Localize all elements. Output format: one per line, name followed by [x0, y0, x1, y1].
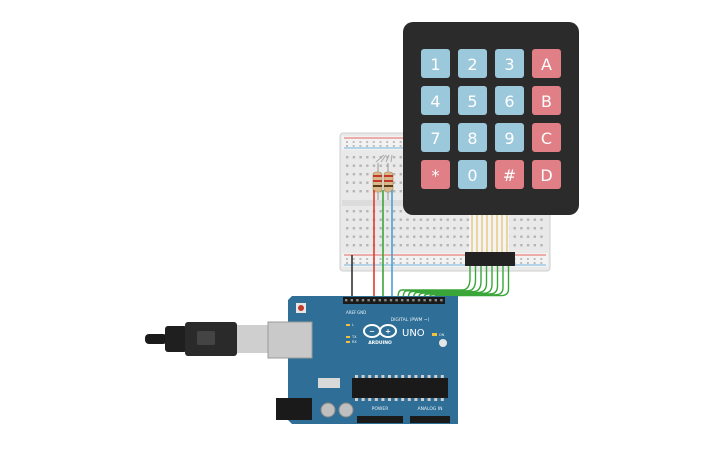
digital-header: [343, 297, 445, 304]
key-9[interactable]: [421, 123, 450, 152]
key-label: D: [540, 166, 552, 185]
key-5[interactable]: [421, 86, 450, 115]
svg-text:+: +: [385, 328, 391, 336]
capacitor-1: [320, 402, 336, 418]
keypad-keys: 1 2 3 A 4 5 6 B 7 8 9 C * 0 # D: [421, 49, 561, 189]
logo-right-ring: [379, 324, 397, 338]
wire-keypad-3[interactable]: [407, 266, 482, 299]
key-label: 5: [467, 92, 477, 111]
key-1[interactable]: [421, 49, 450, 78]
on-led-label: ON: [439, 333, 445, 337]
tx-led-label: TX: [351, 335, 357, 339]
l-led-label: L: [352, 323, 354, 327]
rx-led-label: RX: [352, 340, 357, 344]
usb-port: [267, 321, 313, 359]
brand-label: ARDUINO: [368, 340, 392, 346]
key-label: 3: [504, 55, 514, 74]
key-15[interactable]: [495, 160, 524, 189]
key-4[interactable]: [532, 49, 561, 78]
aref-label: AREF: [346, 310, 357, 315]
led-wires: [351, 190, 393, 298]
key-13[interactable]: [421, 160, 450, 189]
capacitor-2: [338, 402, 354, 418]
key-8[interactable]: [532, 86, 561, 115]
key-14[interactable]: [458, 160, 487, 189]
arduino-board: [288, 296, 458, 424]
wire-keypad-2[interactable]: [402, 266, 477, 299]
power-jack: [276, 398, 312, 420]
wire-keypad-5[interactable]: [418, 266, 493, 299]
ribbon-cable: [469, 213, 509, 253]
key-label: 9: [504, 129, 514, 148]
keypad-ribbon: [465, 213, 515, 266]
svg-text:−: −: [369, 328, 375, 336]
key-label: 4: [430, 92, 440, 111]
gnd-label: GND: [357, 310, 366, 315]
wire-keypad-6[interactable]: [423, 266, 499, 299]
usb-connector: [237, 325, 273, 353]
key-label: 6: [504, 92, 514, 111]
keypad-header[interactable]: [465, 252, 515, 266]
key-16[interactable]: [532, 160, 561, 189]
usb-icon: [197, 331, 215, 345]
model-label: UNO: [402, 328, 425, 339]
wire-keypad-4[interactable]: [412, 266, 488, 299]
arduino-uno[interactable]: DIGITAL (PWM ~) AREF GND − + UNO ARDUINO…: [267, 296, 458, 424]
arduino-logo: − +: [363, 324, 397, 338]
mounting-hole: [439, 339, 447, 347]
digital-label: DIGITAL (PWM ~): [391, 317, 430, 323]
key-label: #: [503, 166, 516, 185]
key-11[interactable]: [495, 123, 524, 152]
key-3[interactable]: [495, 49, 524, 78]
power-label: POWER: [372, 406, 389, 412]
key-label: 7: [430, 129, 440, 148]
key-10[interactable]: [458, 123, 487, 152]
key-label: 1: [430, 55, 440, 74]
resistors: [372, 163, 394, 200]
analog-label: ANALOG IN: [417, 406, 442, 412]
key-label: A: [541, 55, 552, 74]
key-12[interactable]: [532, 123, 561, 152]
key-7[interactable]: [495, 86, 524, 115]
power-header: [357, 416, 403, 423]
atmega-chip: [352, 378, 448, 398]
reset-button-cap: [298, 305, 304, 311]
analog-header: [410, 416, 450, 423]
crystal: [318, 378, 340, 388]
usb-cable[interactable]: [145, 322, 273, 356]
key-label: 8: [467, 129, 477, 148]
key-label: B: [541, 92, 552, 111]
keypad[interactable]: 1 2 3 A 4 5 6 B 7 8 9 C * 0 # D: [403, 22, 579, 215]
key-6[interactable]: [458, 86, 487, 115]
wire-keypad-1[interactable]: [397, 266, 471, 299]
key-2[interactable]: [458, 49, 487, 78]
key-label: *: [432, 166, 440, 185]
key-label: C: [541, 129, 552, 148]
key-label: 2: [467, 55, 477, 74]
key-label: 0: [467, 166, 477, 185]
rgb-led-leads: [375, 154, 393, 163]
